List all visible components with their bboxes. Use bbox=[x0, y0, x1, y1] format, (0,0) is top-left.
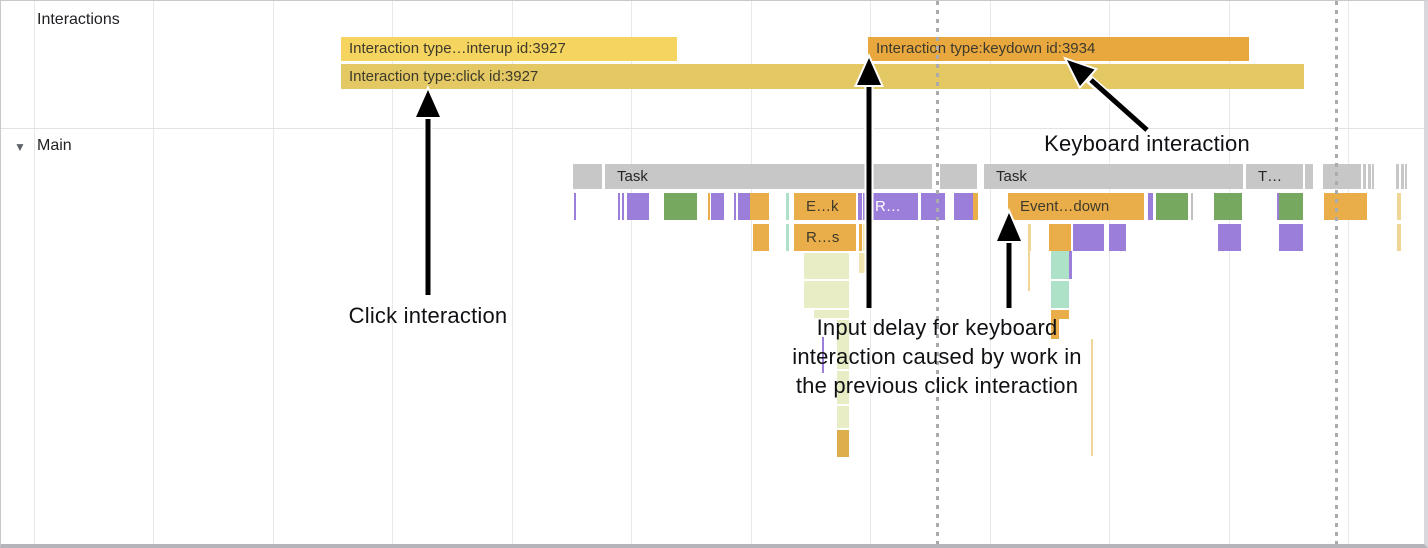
flame-segment[interactable] bbox=[973, 193, 978, 220]
flame-segment[interactable] bbox=[1051, 319, 1059, 339]
task-bar[interactable] bbox=[1305, 164, 1313, 189]
track-header-main[interactable]: Main bbox=[37, 137, 72, 154]
dotted-guide-line bbox=[936, 1, 939, 544]
flame-segment[interactable] bbox=[711, 193, 724, 220]
grid-line bbox=[990, 1, 991, 544]
flame-event-bar[interactable]: E…k bbox=[794, 193, 856, 220]
keyboard-interaction-annotation: Keyboard interaction bbox=[1044, 131, 1250, 156]
grid-line bbox=[512, 1, 513, 544]
flame-segment[interactable] bbox=[1069, 251, 1072, 279]
flame-segment[interactable] bbox=[1028, 251, 1030, 291]
task-bar[interactable] bbox=[1372, 164, 1374, 189]
task-bar[interactable] bbox=[1401, 164, 1404, 189]
interaction-bar-pointerup[interactable]: Interaction type…interup id:3927 bbox=[341, 37, 677, 61]
flame-segment[interactable] bbox=[1028, 224, 1031, 251]
flame-segment[interactable] bbox=[664, 193, 697, 220]
input-delay-line: Input delay for keyboard bbox=[816, 315, 1058, 340]
flame-segment[interactable] bbox=[804, 253, 849, 279]
flame-segment[interactable] bbox=[738, 193, 750, 220]
flame-segment[interactable] bbox=[1397, 224, 1401, 251]
flame-segment[interactable] bbox=[1156, 193, 1188, 220]
task-bar[interactable] bbox=[1368, 164, 1371, 189]
grid-line bbox=[153, 1, 154, 544]
flame-segment[interactable] bbox=[1051, 310, 1069, 319]
task-bar[interactable] bbox=[940, 164, 977, 189]
flame-segment[interactable] bbox=[837, 371, 849, 404]
flame-segment[interactable] bbox=[1191, 193, 1193, 220]
flame-segment[interactable] bbox=[1279, 224, 1303, 251]
flame-segment[interactable] bbox=[859, 253, 865, 273]
flame-event-bar[interactable]: R…s bbox=[794, 224, 856, 251]
track-header-interactions[interactable]: Interactions bbox=[37, 11, 120, 28]
flame-segment[interactable] bbox=[1091, 339, 1093, 456]
interaction-bar-click[interactable]: Interaction type:click id:3927 bbox=[341, 64, 1304, 89]
flame-segment[interactable] bbox=[786, 224, 789, 251]
flame-segment[interactable] bbox=[859, 224, 862, 251]
flame-segment[interactable] bbox=[1324, 193, 1367, 220]
grid-line bbox=[631, 1, 632, 544]
flame-segment[interactable] bbox=[954, 193, 973, 220]
grid-line bbox=[1109, 1, 1110, 544]
flame-segment[interactable] bbox=[574, 193, 576, 220]
flame-event-bar[interactable]: R… bbox=[863, 193, 918, 220]
flame-segment[interactable] bbox=[1051, 251, 1069, 279]
task-bar[interactable] bbox=[1405, 164, 1407, 189]
flame-segment[interactable] bbox=[804, 281, 849, 308]
flame-segment[interactable] bbox=[750, 193, 769, 220]
flame-segment[interactable] bbox=[1214, 193, 1242, 220]
flame-segment[interactable] bbox=[1073, 224, 1104, 251]
grid-line bbox=[751, 1, 752, 544]
grid-line bbox=[34, 1, 35, 544]
click-arrowhead bbox=[412, 85, 444, 119]
flame-segment[interactable] bbox=[837, 406, 849, 428]
task-bar[interactable]: Task bbox=[605, 164, 932, 189]
flame-segment[interactable] bbox=[1109, 224, 1126, 251]
collapse-triangle-icon[interactable]: ▼ bbox=[14, 140, 26, 154]
flame-segment[interactable] bbox=[814, 310, 849, 318]
flame-segment[interactable] bbox=[622, 193, 624, 220]
flame-segment[interactable] bbox=[1049, 224, 1071, 251]
click-interaction-annotation: Click interaction bbox=[348, 303, 508, 328]
task-bar[interactable] bbox=[1323, 164, 1361, 189]
grid-line bbox=[392, 1, 393, 544]
task-bar[interactable]: T… bbox=[1246, 164, 1303, 189]
flame-segment[interactable] bbox=[858, 193, 862, 220]
flame-segment[interactable] bbox=[618, 193, 620, 220]
flame-segment[interactable] bbox=[837, 430, 849, 457]
flame-segment[interactable] bbox=[627, 193, 649, 220]
flame-segment[interactable] bbox=[1218, 224, 1241, 251]
task-bar[interactable] bbox=[1396, 164, 1399, 189]
flame-segment[interactable] bbox=[822, 337, 824, 373]
flame-segment[interactable] bbox=[1277, 193, 1279, 220]
flame-segment[interactable] bbox=[708, 193, 710, 220]
flame-segment[interactable] bbox=[1051, 281, 1069, 308]
flame-segment[interactable] bbox=[734, 193, 736, 220]
flame-segment[interactable] bbox=[1148, 193, 1153, 220]
flame-segment[interactable] bbox=[921, 193, 945, 220]
flame-segment[interactable] bbox=[786, 193, 789, 220]
flame-segment[interactable] bbox=[837, 320, 849, 369]
dotted-guide-line bbox=[1335, 1, 1338, 544]
task-bar[interactable] bbox=[1363, 164, 1366, 189]
input-delay-line: interaction caused by work in bbox=[792, 344, 1082, 369]
interaction-bar-keydown[interactable]: Interaction type:keydown id:3934 bbox=[868, 37, 1249, 61]
input-delay-annotation: Input delay for keyboard interaction cau… bbox=[792, 313, 1082, 400]
flame-segment[interactable] bbox=[1397, 193, 1401, 220]
track-divider bbox=[1, 128, 1424, 129]
flame-event-bar[interactable]: Event…down bbox=[1008, 193, 1144, 220]
grid-line bbox=[273, 1, 274, 544]
grid-line bbox=[1229, 1, 1230, 544]
task-bar[interactable]: Task bbox=[984, 164, 1243, 189]
flame-segment[interactable] bbox=[863, 224, 867, 251]
flame-segment[interactable] bbox=[1279, 193, 1303, 220]
input-delay-line: the previous click interaction bbox=[795, 373, 1079, 398]
grid-line bbox=[1348, 1, 1349, 544]
flame-segment[interactable] bbox=[753, 224, 769, 251]
task-bar[interactable] bbox=[573, 164, 602, 189]
